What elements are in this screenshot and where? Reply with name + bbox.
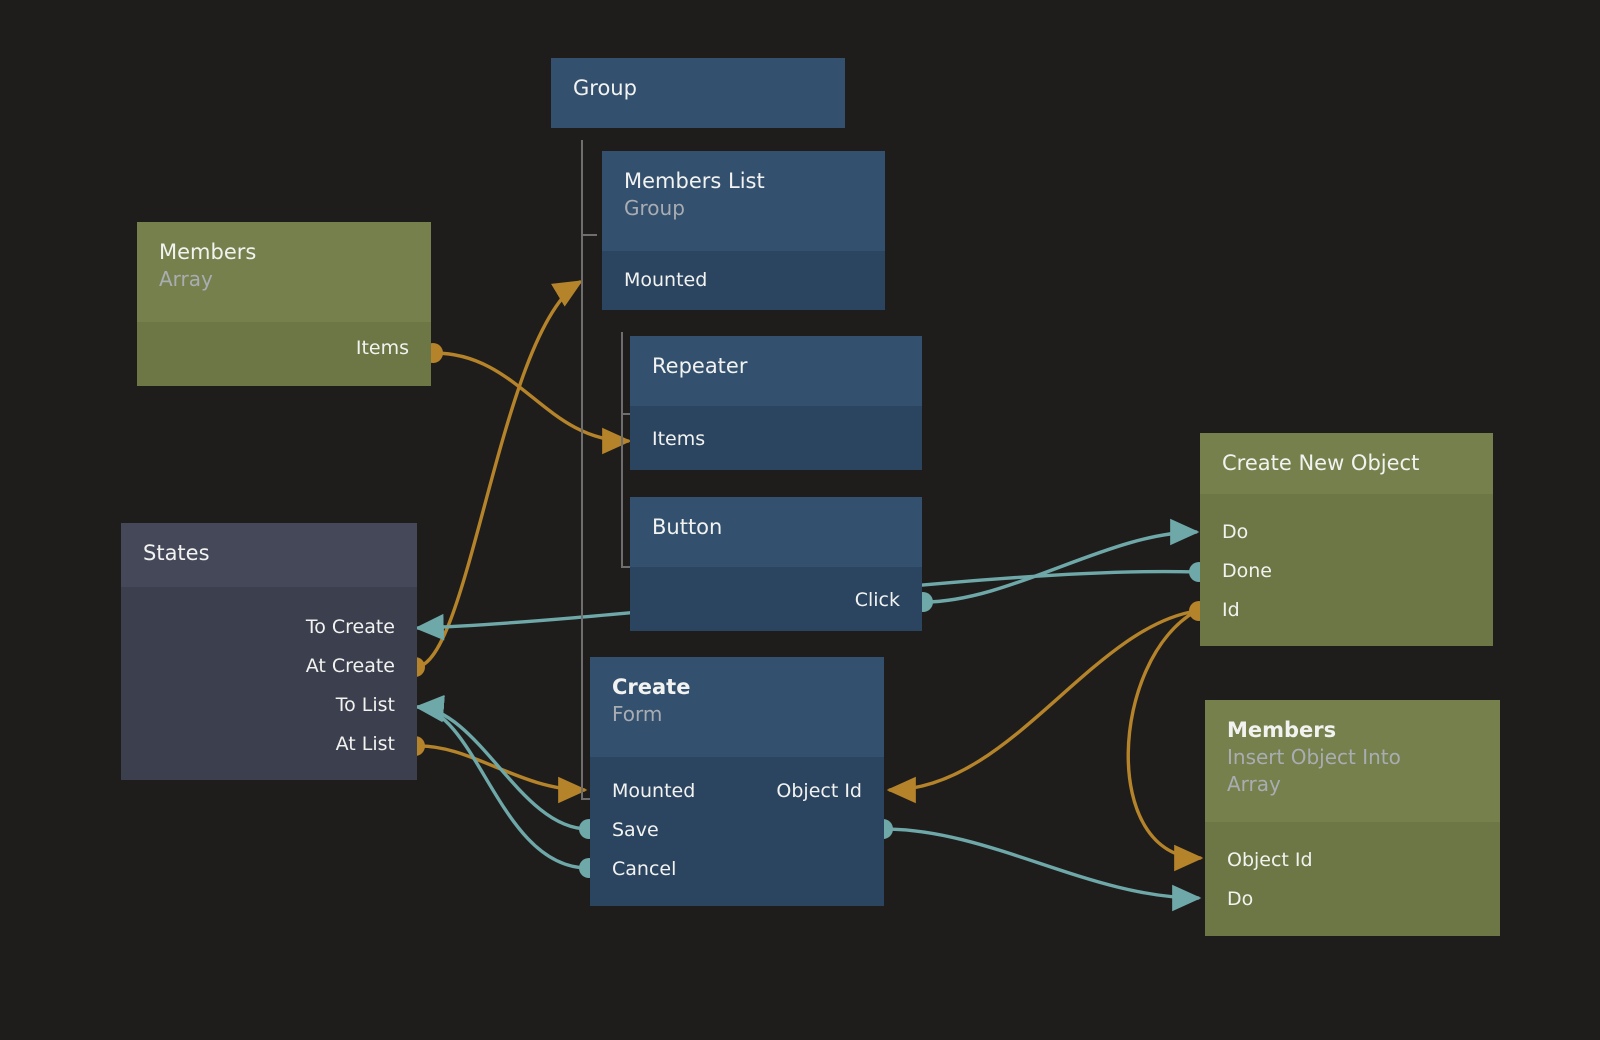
edge-id-to-insert-object-id — [1126, 609, 1204, 872]
edge-at-create-to-members-list-mounted — [414, 280, 583, 669]
node-members-array-subtitle: Array — [159, 267, 213, 291]
port-label: Mounted — [624, 269, 708, 291]
node-members-insert[interactable]: Members Insert Object Into Array Object … — [1205, 700, 1500, 936]
port-cno-do[interactable]: Do — [1200, 512, 1493, 551]
node-create-form[interactable]: Create Form Mounted Object Id Save Cance… — [590, 657, 884, 906]
tree-trunk-group — [581, 140, 583, 800]
port-label: Do — [1222, 520, 1249, 543]
node-create-new-object[interactable]: Create New Object Do Done Id — [1200, 433, 1493, 646]
node-members-list-header: Members List Group — [602, 151, 885, 251]
port-states-to-list[interactable]: To List — [121, 685, 417, 724]
port-label: Save — [612, 818, 659, 841]
node-button[interactable]: Button Click — [630, 497, 922, 631]
port-label-object-id: Object Id — [776, 779, 862, 802]
port-cno-done[interactable]: Done — [1200, 551, 1493, 590]
node-members-list-body: Mounted — [602, 251, 885, 310]
node-states[interactable]: States To Create At Create To List At Li… — [121, 523, 417, 780]
port-label: Cancel — [612, 857, 677, 880]
node-members-list[interactable]: Members List Group Mounted — [602, 151, 885, 310]
port-label: Click — [854, 589, 900, 611]
port-states-to-create[interactable]: To Create — [121, 607, 417, 646]
port-insert-do[interactable]: Do — [1205, 879, 1500, 918]
node-states-title: States — [143, 541, 210, 565]
node-members-array-title: Members — [159, 240, 257, 264]
port-create-save[interactable]: Save — [590, 810, 884, 849]
port-label: Items — [652, 428, 706, 450]
tree-trunk-members-list — [621, 332, 623, 568]
node-create-form-title: Create — [612, 675, 691, 699]
node-create-new-object-body: Do Done Id — [1200, 494, 1493, 646]
node-members-insert-body: Object Id Do — [1205, 822, 1500, 936]
node-button-body: Click — [630, 567, 922, 631]
port-label: At Create — [305, 654, 395, 677]
node-members-list-title: Members List — [624, 169, 765, 193]
port-label: Items — [355, 337, 409, 359]
edge-create-save-to-states-to-list — [414, 695, 590, 831]
node-create-new-object-title: Create New Object — [1222, 451, 1420, 475]
port-repeater-items[interactable]: Items — [630, 420, 922, 458]
edge-at-list-to-create-mounted — [414, 744, 588, 804]
tree-branch-members-list — [581, 234, 597, 236]
node-group-header: Group — [551, 58, 845, 128]
port-label: Do — [1227, 887, 1254, 910]
port-states-at-create[interactable]: At Create — [121, 646, 417, 685]
tree-branch-button — [621, 566, 635, 568]
node-create-new-object-header: Create New Object — [1200, 433, 1493, 494]
node-members-insert-title: Members — [1227, 718, 1337, 742]
node-members-insert-header: Members Insert Object Into Array — [1205, 700, 1500, 822]
port-members-array-items[interactable]: Items — [137, 330, 431, 366]
node-members-array[interactable]: Members Array Items — [137, 222, 431, 386]
port-create-mounted-objectid[interactable]: Mounted Object Id — [590, 771, 884, 810]
port-label: Done — [1222, 559, 1272, 582]
edge-members-items-to-repeater-items — [432, 351, 632, 455]
node-repeater-body: Items — [630, 406, 922, 470]
port-states-at-list[interactable]: At List — [121, 724, 417, 763]
node-states-body: To Create At Create To List At List — [121, 587, 417, 780]
node-repeater-header: Repeater — [630, 336, 922, 406]
node-button-header: Button — [630, 497, 922, 567]
node-members-array-header: Members Array — [137, 222, 431, 322]
edge-create-cancel-to-states-to-list — [414, 696, 590, 870]
node-create-form-header: Create Form — [590, 657, 884, 757]
port-label: To List — [335, 693, 395, 716]
node-states-header: States — [121, 523, 417, 587]
node-create-form-subtitle: Form — [612, 702, 663, 726]
port-create-cancel[interactable]: Cancel — [590, 849, 884, 888]
port-label: To Create — [305, 615, 395, 638]
node-repeater[interactable]: Repeater Items — [630, 336, 922, 470]
node-repeater-title: Repeater — [652, 354, 748, 378]
port-label-mounted: Mounted — [612, 779, 696, 802]
port-button-click[interactable]: Click — [630, 581, 922, 619]
edge-button-click-to-create-new-object-do — [922, 518, 1200, 604]
node-group[interactable]: Group — [551, 58, 845, 128]
port-label: Id — [1222, 598, 1240, 621]
edge-create-out-to-insert-do — [882, 827, 1202, 912]
port-insert-object-id[interactable]: Object Id — [1205, 840, 1500, 879]
port-label: Object Id — [1227, 848, 1313, 871]
port-cno-id[interactable]: Id — [1200, 590, 1493, 629]
node-members-list-subtitle: Group — [624, 196, 685, 220]
node-create-form-body: Mounted Object Id Save Cancel — [590, 757, 884, 906]
node-members-insert-subtitle: Insert Object Into Array — [1227, 745, 1401, 796]
port-members-list-mounted[interactable]: Mounted — [602, 261, 885, 299]
port-label: At List — [335, 732, 395, 755]
edge-id-to-create-object-id — [886, 609, 1198, 804]
node-group-title: Group — [573, 76, 637, 100]
node-members-array-body: Items — [137, 322, 431, 386]
node-button-title: Button — [652, 515, 723, 539]
